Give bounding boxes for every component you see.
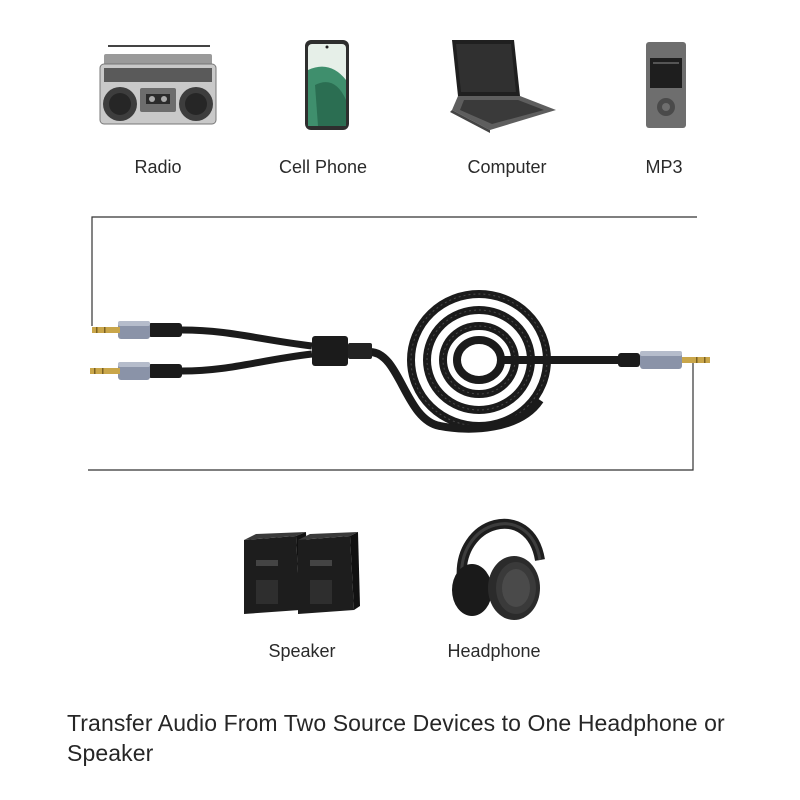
mp3-label: MP3 — [645, 157, 683, 177]
bracket-lines — [88, 216, 697, 471]
mp3-player-icon — [646, 42, 686, 128]
radio-label: Radio — [134, 157, 182, 177]
computer-icon — [450, 40, 556, 133]
radio-icon — [99, 45, 217, 125]
cell-phone-label: Cell Phone — [278, 157, 368, 177]
speaker-icon — [244, 532, 360, 614]
cell-phone-icon — [305, 40, 349, 130]
computer-label: Computer — [467, 157, 547, 177]
y-splitter-cable — [90, 290, 710, 433]
headphone-label: Headphone — [447, 641, 541, 661]
caption-text: Transfer Audio From Two Source Devices t… — [67, 710, 725, 766]
speaker-label: Speaker — [268, 641, 336, 661]
headphone-icon — [452, 518, 545, 620]
